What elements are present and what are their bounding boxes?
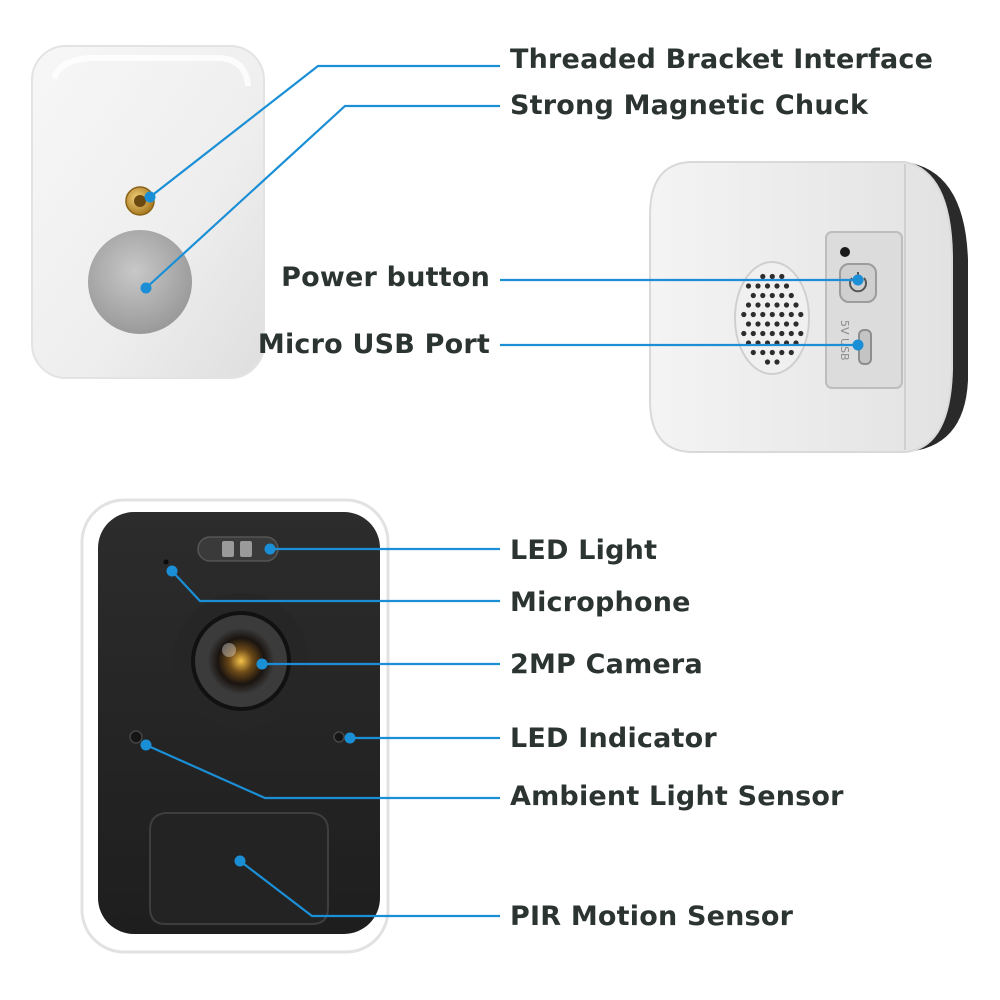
leader-led-light-dot	[264, 543, 276, 555]
magnetic-chuck-disc	[88, 230, 192, 334]
grille-hole	[774, 321, 780, 327]
callout-micro-usb-port: Micro USB Port	[257, 329, 490, 360]
callout-threaded-bracket-interface: Threaded Bracket Interface	[510, 44, 934, 75]
grille-hole	[764, 321, 771, 327]
grille-hole	[783, 321, 790, 327]
leader-magnetic-chuck-dot	[140, 282, 152, 294]
led-light-bar	[197, 536, 279, 562]
leader-microphone	[171, 570, 500, 603]
reset-hole	[840, 247, 850, 257]
microphone-hole	[163, 559, 169, 565]
grille-hole	[760, 273, 766, 280]
grille-hole	[788, 292, 794, 299]
grille-hole	[750, 349, 756, 356]
leader-ambient-sensor-dot	[140, 739, 152, 751]
callout-pir-motion-sensor: PIR Motion Sensor	[510, 901, 794, 932]
leader-ambient-sensor	[145, 743, 500, 800]
grille-hole	[750, 330, 756, 337]
grille-hole	[779, 311, 785, 318]
camera-side-view: 5V USB	[649, 161, 968, 453]
grille-hole	[764, 302, 771, 308]
callout-microphone: Microphone	[510, 587, 691, 618]
callout-2mp-camera: 2MP Camera	[510, 649, 703, 680]
camera-lens	[173, 593, 309, 729]
grille-hole	[793, 321, 799, 327]
camera-front-view	[80, 498, 390, 954]
grille-hole	[788, 330, 794, 337]
leader-pir-sensor	[239, 860, 500, 918]
led-indicator-dot	[333, 731, 345, 743]
ambient-light-sensor	[129, 730, 143, 744]
grille-hole	[783, 302, 790, 308]
grille-hole	[755, 302, 761, 308]
leader-threaded-bracket-dot	[144, 191, 156, 203]
grille-hole	[798, 311, 804, 318]
grille-hole	[760, 349, 766, 356]
leader-camera-dot	[256, 658, 268, 670]
grille-hole	[779, 273, 785, 280]
grille-hole	[755, 321, 761, 327]
leader-micro-usb-dot	[852, 339, 864, 351]
grille-hole	[745, 302, 752, 308]
grille-hole	[755, 283, 761, 289]
callout-led-light: LED Light	[510, 535, 658, 566]
leader-power-button-dot	[852, 274, 864, 286]
speaker-grille	[734, 261, 810, 375]
grille-hole	[760, 311, 766, 318]
grille-hole	[764, 359, 771, 365]
grille-hole	[779, 349, 785, 356]
grille-hole	[769, 330, 775, 337]
grille-hole	[793, 302, 799, 308]
pir-sensor-window	[149, 812, 329, 925]
grille-hole	[774, 302, 780, 308]
grille-hole	[741, 330, 747, 337]
leader-magnetic-chuck	[145, 104, 500, 289]
grille-hole	[788, 349, 794, 356]
grille-hole	[764, 283, 771, 289]
grille-hole	[769, 311, 775, 318]
leader-pir-sensor-dot	[234, 855, 246, 867]
grille-hole	[769, 349, 775, 356]
grille-hole	[750, 311, 756, 318]
grille-hole	[783, 283, 790, 289]
grille-hole	[769, 273, 775, 280]
leader-led-indicator-dot	[344, 732, 356, 744]
grille-hole	[741, 311, 747, 318]
port-panel: 5V USB	[825, 231, 903, 389]
grille-hole	[774, 283, 780, 289]
grille-hole	[760, 330, 766, 337]
camera-back-view	[31, 45, 265, 379]
grille-hole	[760, 292, 766, 299]
grille-hole	[798, 330, 804, 337]
leader-threaded-bracket	[149, 64, 500, 198]
grille-hole	[779, 292, 785, 299]
callout-led-indicator: LED Indicator	[510, 723, 717, 754]
callout-strong-magnetic-chuck: Strong Magnetic Chuck	[510, 90, 869, 121]
callout-power-button: Power button	[281, 262, 490, 293]
grille-hole	[788, 311, 794, 318]
grille-hole	[774, 359, 780, 365]
grille-hole	[745, 283, 752, 289]
callout-ambient-light-sensor: Ambient Light Sensor	[510, 781, 844, 812]
port-print-text: 5V USB	[838, 320, 851, 361]
leader-microphone-dot	[166, 565, 178, 577]
grille-hole	[769, 292, 775, 299]
grille-hole	[750, 292, 756, 299]
grille-hole	[745, 321, 752, 327]
grille-hole	[779, 330, 785, 337]
